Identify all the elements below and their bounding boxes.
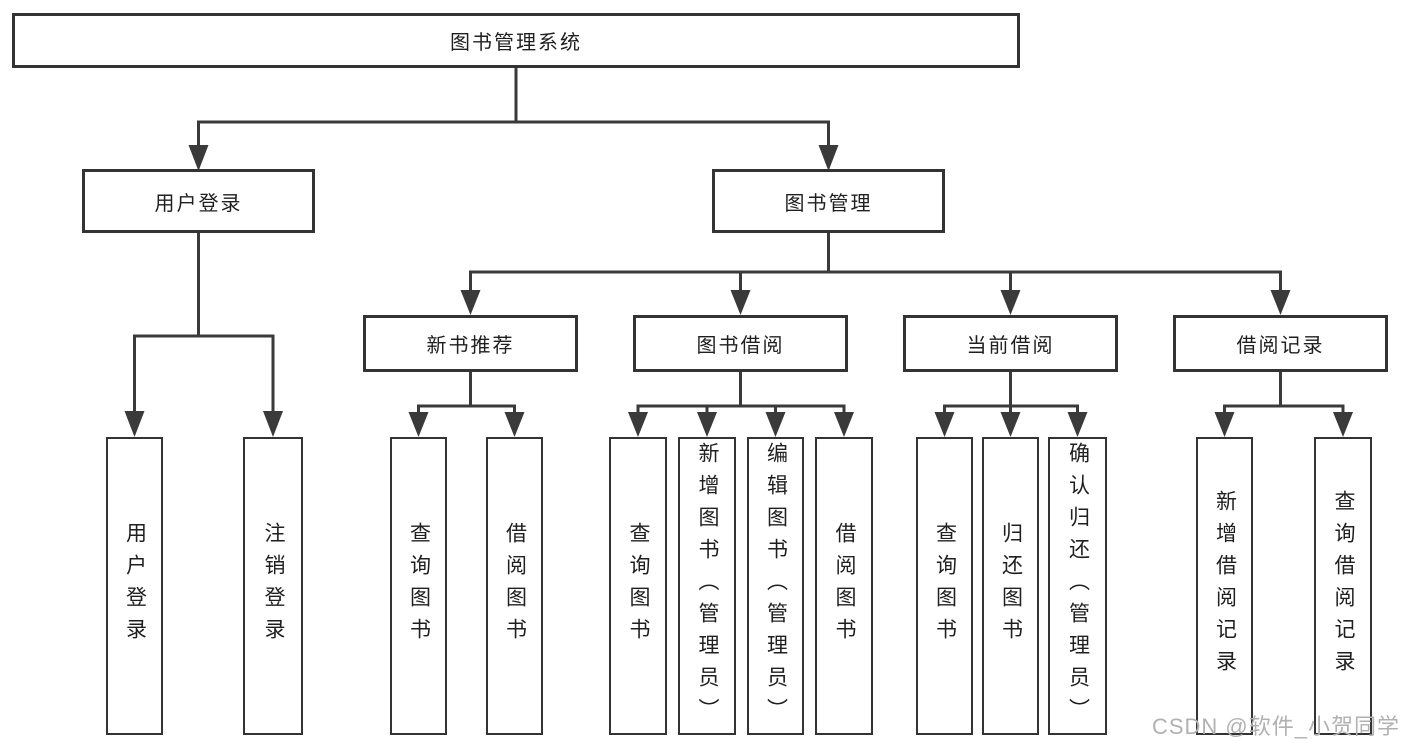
connectors-root-to-branches bbox=[188, 68, 839, 171]
leaf-rec-query-books: 查询图书 bbox=[390, 437, 447, 735]
node-user-login-branch: 用户登录 bbox=[82, 169, 315, 233]
arrowhead bbox=[1000, 290, 1021, 315]
connectors-mgmt-to-groups bbox=[460, 233, 1291, 315]
arrowhead bbox=[834, 412, 854, 437]
arrowhead bbox=[628, 412, 648, 437]
leaf-logout: 注销登录 bbox=[243, 437, 303, 735]
node-root-system: 图书管理系统 bbox=[12, 13, 1020, 68]
connectors-bookborrow-to-leaves bbox=[628, 372, 854, 437]
node-new-book-recommend: 新书推荐 bbox=[363, 315, 578, 372]
arrowhead bbox=[460, 290, 481, 315]
arrowhead bbox=[124, 411, 145, 437]
arrowhead bbox=[263, 411, 283, 437]
arrowhead bbox=[504, 412, 525, 437]
leaf-current-confirm-return-admin: 确认归还（管理员） bbox=[1048, 437, 1107, 735]
leaf-records-query-record: 查询借阅记录 bbox=[1314, 437, 1372, 735]
node-borrowing-records: 借阅记录 bbox=[1173, 315, 1388, 372]
arrowhead bbox=[1333, 412, 1353, 437]
node-book-mgmt-branch: 图书管理 bbox=[712, 169, 945, 233]
leaf-current-query-books: 查询图书 bbox=[916, 437, 973, 735]
connectors-records-to-leaves bbox=[1214, 372, 1353, 437]
arrowhead bbox=[1067, 412, 1088, 437]
connectors-login-to-leaves bbox=[124, 233, 283, 437]
arrowhead bbox=[730, 290, 751, 315]
arrowhead bbox=[765, 412, 786, 437]
connectors-newbook-to-leaves bbox=[408, 372, 525, 437]
leaf-records-add-record: 新增借阅记录 bbox=[1196, 437, 1253, 735]
node-current-borrowing: 当前借阅 bbox=[903, 315, 1118, 372]
leaf-rec-borrow-books: 借阅图书 bbox=[486, 437, 543, 735]
arrowhead bbox=[934, 412, 955, 437]
connectors-currentborrow-to-leaves bbox=[934, 372, 1088, 437]
arrowhead bbox=[697, 412, 717, 437]
leaf-user-login: 用户登录 bbox=[106, 437, 163, 735]
arrowhead bbox=[1214, 412, 1235, 437]
arrowhead bbox=[1000, 412, 1021, 437]
arrowhead bbox=[408, 412, 429, 437]
node-book-borrowing: 图书借阅 bbox=[633, 315, 848, 372]
watermark-text: CSDN @软件_小贺同学 bbox=[1151, 714, 1400, 739]
arrowhead bbox=[1270, 290, 1291, 315]
arrowhead bbox=[818, 145, 839, 171]
leaf-borrow-add-books-admin: 新增图书（管理员） bbox=[678, 437, 736, 735]
leaf-borrow-query-books: 查询图书 bbox=[609, 437, 667, 735]
leaf-borrow-borrow-books: 借阅图书 bbox=[815, 437, 873, 735]
leaf-current-return-books: 归还图书 bbox=[982, 437, 1039, 735]
leaf-borrow-edit-books-admin: 编辑图书（管理员） bbox=[747, 437, 804, 735]
arrowhead bbox=[188, 145, 209, 171]
